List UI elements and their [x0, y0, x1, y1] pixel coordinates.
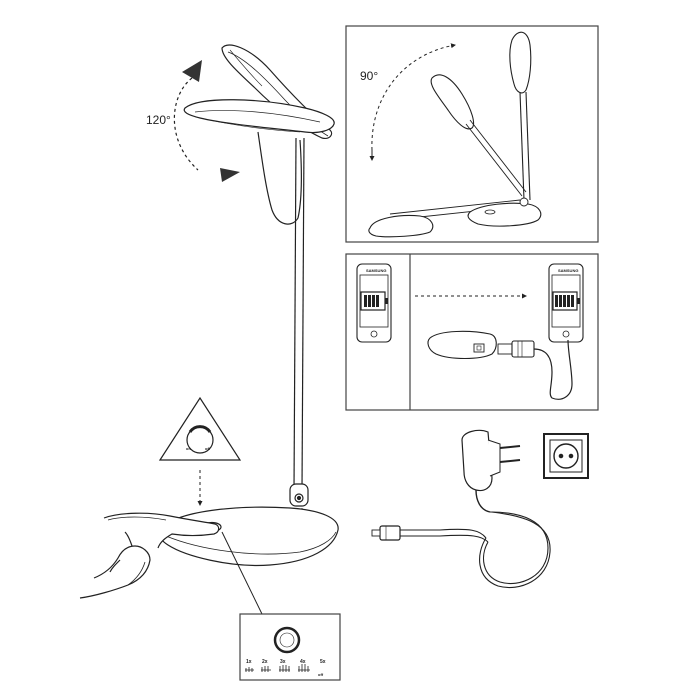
- brightness-4-icon: [298, 664, 310, 672]
- mode-step-5: 5x: [320, 659, 326, 665]
- charge-panel: SAMSUNG SAMSUNG: [345, 253, 599, 411]
- lamp-base: [158, 506, 339, 567]
- dimmer-on-label: on: [186, 446, 191, 451]
- lamp-pole-right: [301, 137, 305, 491]
- fold-head-flat: [368, 214, 434, 238]
- tilt-arrow-up-icon: [182, 60, 202, 82]
- adapter-prong-bottom: [499, 459, 521, 463]
- brightness-2-icon: [261, 666, 271, 672]
- fold-panel: 90°: [345, 25, 599, 243]
- mode-leader-line: [221, 531, 263, 615]
- usb-cable: [497, 339, 573, 400]
- fold-head-vertical: [509, 31, 532, 94]
- mode-off-label: off: [318, 672, 324, 677]
- brightness-1-icon: [245, 667, 254, 672]
- phone-left-brand: SAMSUNG: [366, 268, 386, 273]
- dimmer-off-label: off: [205, 446, 211, 451]
- battery-left-icon: [360, 291, 388, 311]
- lamp-pole-left: [293, 137, 297, 491]
- mode-panel: 1x 2x 3x 4x 5x off: [239, 613, 341, 681]
- fold-head-tilted: [430, 74, 475, 130]
- tilt-angle-label: 120°: [146, 113, 171, 127]
- usb-port-closeup: [427, 330, 497, 360]
- brightness-3-icon: [279, 665, 290, 672]
- battery-right-icon: [552, 291, 580, 311]
- lamp-neck: [257, 131, 302, 225]
- tilt-arrow-down-icon: [220, 168, 240, 182]
- mode-step-1: 1x: [246, 659, 252, 665]
- mode-step-4: 4x: [300, 659, 306, 665]
- pointing-hand: [79, 512, 220, 599]
- barrel-plug: [371, 525, 401, 541]
- adapter-prong-top: [499, 445, 521, 449]
- wall-socket-icon: [543, 433, 589, 479]
- coiled-cable: [400, 511, 551, 589]
- desk-lamp: [158, 44, 339, 567]
- mode-step-3: 3x: [280, 659, 286, 665]
- fold-base: [467, 202, 542, 227]
- phone-left: SAMSUNG: [356, 263, 392, 343]
- fold-angle-label: 90°: [360, 69, 378, 83]
- dimmer-arc-icon: [188, 425, 212, 433]
- adapter-body: [461, 429, 493, 492]
- phone-right-brand: SAMSUNG: [558, 268, 578, 273]
- power-adapter: [371, 429, 551, 589]
- phone-right: SAMSUNG: [548, 263, 584, 343]
- lamp-head-lowered: [183, 99, 335, 134]
- mode-steps: 1x 2x 3x 4x 5x off: [245, 659, 326, 677]
- tilt-indicator-120: 120°: [146, 60, 240, 182]
- dimmer-sign: on off: [158, 396, 242, 506]
- mode-step-2: 2x: [262, 659, 268, 665]
